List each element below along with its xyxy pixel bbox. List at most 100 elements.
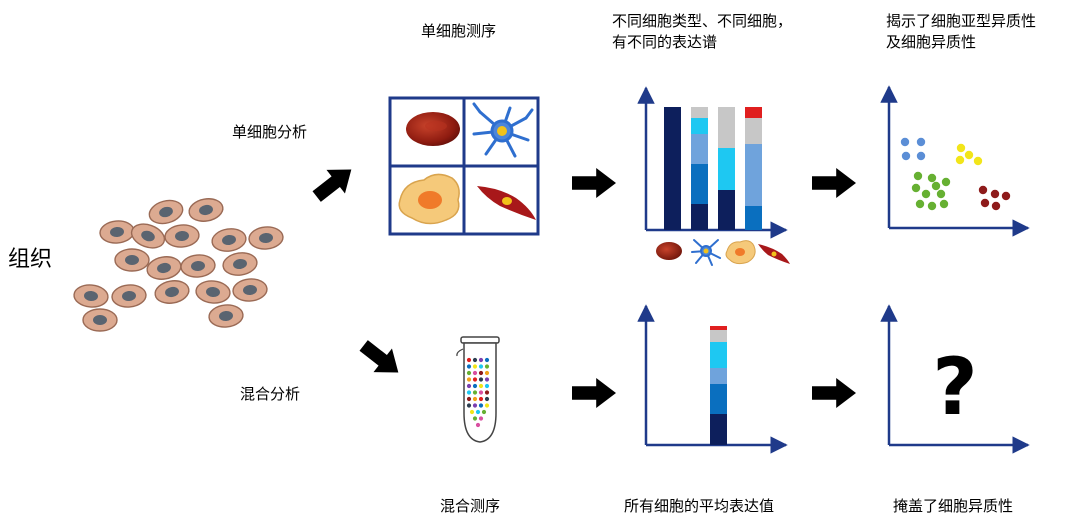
tube-dot — [472, 403, 478, 408]
question-mark: ? — [932, 343, 977, 433]
tube-dot — [466, 370, 472, 376]
scatter-point — [956, 143, 966, 153]
tube-dot — [478, 357, 484, 363]
scatter-point — [1001, 191, 1011, 201]
tissue-cell — [130, 223, 166, 249]
red-blood-cell-icon — [656, 242, 682, 260]
tube-dot — [478, 377, 484, 382]
tube-dot — [475, 409, 481, 415]
right-arrow-icon — [812, 168, 856, 198]
muscle-cell-icon — [758, 244, 790, 264]
tube-dot — [478, 383, 484, 389]
tissue-cell — [222, 252, 258, 276]
tube-dot — [484, 357, 490, 363]
reveal-label-line2: 及细胞异质性 — [886, 33, 977, 51]
bulk-seq-label: 混合测序 — [440, 497, 501, 515]
flow-arrows — [312, 168, 856, 408]
scatter-point — [916, 151, 926, 161]
scatter-point — [980, 198, 990, 208]
tissue-cell — [211, 228, 247, 252]
scatter-point — [936, 189, 946, 199]
tube-dot — [484, 364, 490, 369]
tissue-cell — [82, 308, 118, 332]
tube-dot — [466, 403, 472, 408]
tissue-cell — [146, 256, 182, 280]
right-arrow-icon — [572, 378, 616, 408]
scatter-point — [927, 201, 937, 211]
tube-dot — [478, 390, 484, 395]
diff-profile-label-line2: 有不同的表达谱 — [612, 33, 718, 51]
scatter-point — [941, 177, 951, 187]
tissue-cell — [154, 280, 190, 304]
average-bar-segment — [710, 384, 727, 414]
scatter-point — [978, 185, 988, 195]
scatter-point — [964, 150, 974, 160]
tissue-cell — [208, 304, 244, 328]
bulk-analysis-label: 混合分析 — [240, 385, 301, 403]
tube-dot — [472, 396, 478, 402]
macrophage-icon — [725, 240, 756, 265]
scatter-point — [939, 199, 949, 209]
tube-dot — [472, 416, 478, 421]
tube-dot — [478, 364, 484, 369]
average-bar-segment — [710, 342, 727, 368]
stacked-bar-segment — [745, 144, 762, 206]
cluster-scatter-chart — [880, 85, 1030, 237]
red-blood-cell-icon — [406, 112, 460, 146]
right-arrow-icon — [572, 168, 616, 198]
muscle-cell-icon — [477, 186, 536, 220]
tube-dot — [472, 370, 478, 376]
tube-dot — [484, 403, 490, 408]
stacked-bar-segment — [664, 107, 681, 230]
tube-dot — [472, 357, 478, 363]
tissue-cell — [248, 226, 284, 250]
tube-dot — [472, 377, 478, 382]
tissue-cells-icon — [73, 198, 284, 332]
scatter-point — [915, 199, 925, 209]
diff-profile-label-line1: 不同细胞类型、不同细胞， — [612, 12, 793, 30]
tube-dot — [484, 370, 490, 376]
tissue-label: 组织 — [8, 247, 53, 272]
tube-dot — [466, 383, 472, 389]
scatter-point — [901, 151, 911, 161]
macrophage-icon — [398, 173, 460, 225]
tissue-cell — [195, 280, 231, 304]
tube-dot — [481, 409, 487, 415]
tube-dot — [466, 396, 472, 402]
right-arrow-icon — [359, 340, 399, 373]
tube-dot — [475, 422, 481, 428]
stacked-bar-segment — [691, 134, 708, 164]
scatter-point — [990, 189, 1000, 199]
avg-expression-label: 所有细胞的平均表达值 — [624, 497, 775, 515]
stacked-bar-segment — [718, 190, 735, 230]
stacked-bar-segment — [745, 206, 762, 230]
tube-dot — [478, 416, 484, 421]
average-bar-segment — [710, 414, 727, 445]
stacked-bar-segment — [691, 118, 708, 134]
tissue-cell — [148, 199, 184, 225]
tissue-cell — [188, 198, 224, 222]
tube-dot — [472, 364, 478, 369]
tube-dot — [472, 383, 478, 389]
scatter-point — [921, 189, 931, 199]
stacked-bar-segment — [718, 148, 735, 190]
scatter-point — [991, 201, 1001, 211]
stacked-bar-segment — [745, 118, 762, 144]
tube-dot — [466, 364, 472, 369]
scatter-point — [916, 137, 926, 147]
stacked-bar-segment — [718, 107, 735, 148]
masks-heterogeneity-label: 掩盖了细胞异质性 — [893, 497, 1014, 515]
tube-dot — [478, 370, 484, 376]
reveal-label-line1: 揭示了细胞亚型异质性 — [886, 12, 1037, 30]
scatter-point — [973, 156, 983, 166]
single-cell-stacked-chart — [637, 86, 790, 266]
tissue-cell — [99, 220, 135, 244]
tube-dot — [469, 409, 475, 415]
average-bar-segment — [710, 326, 727, 330]
average-expression-chart — [637, 304, 788, 454]
stacked-bar-segment — [745, 107, 762, 118]
tissue-cell — [73, 284, 109, 308]
stacked-bar-segment — [691, 204, 708, 230]
tissue-cell — [180, 254, 216, 278]
